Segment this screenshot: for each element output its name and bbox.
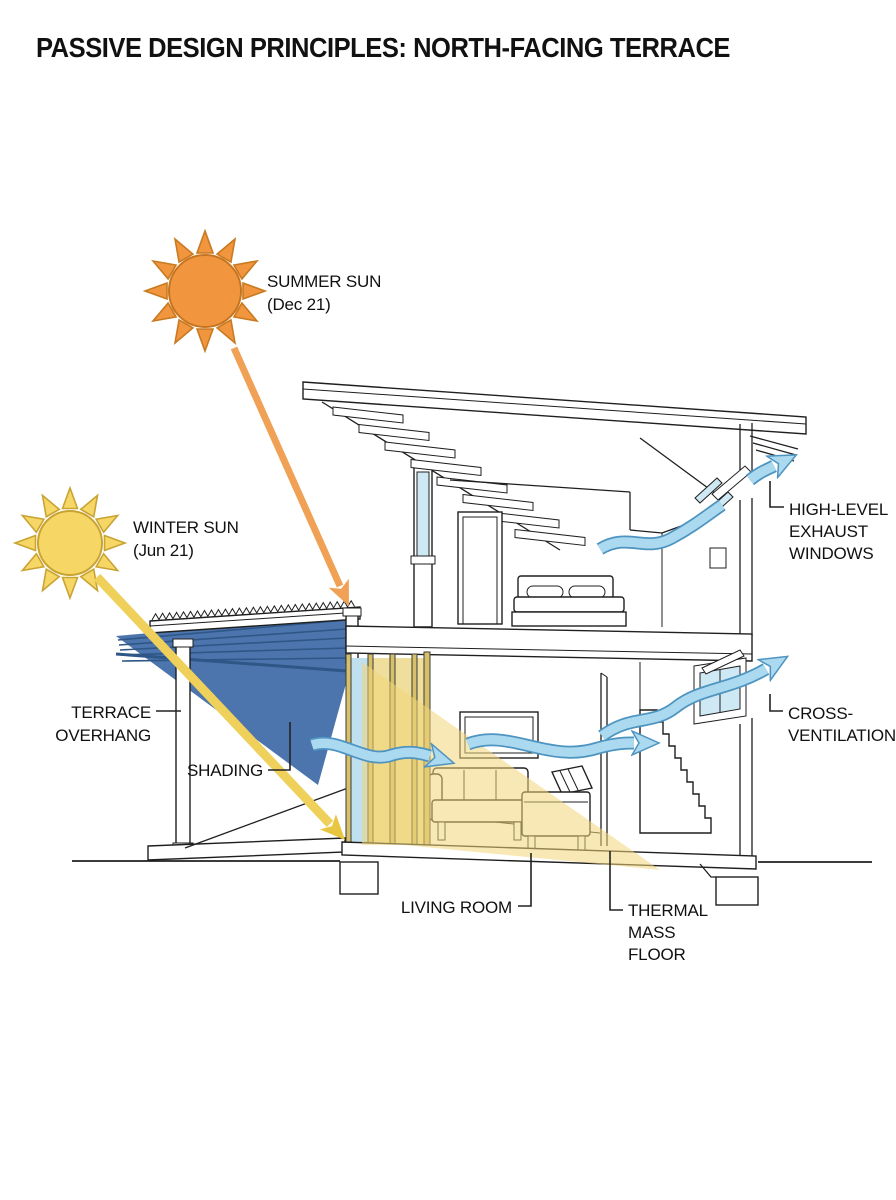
exhaust-windows-leader bbox=[769, 481, 784, 508]
stairwell-doorway bbox=[600, 672, 608, 846]
thermal-mass-label: FLOOR bbox=[628, 945, 686, 964]
thermal-mass-label: MASS bbox=[628, 923, 675, 942]
exhaust-windows-label: HIGH-LEVEL bbox=[789, 500, 888, 519]
airflow-terrace-inlet-arrow bbox=[310, 736, 430, 757]
wall-vent bbox=[709, 547, 727, 569]
foundation-footing bbox=[715, 876, 759, 906]
terrace-rafter-lines bbox=[115, 619, 348, 673]
airflow-bedroom-arrow bbox=[596, 499, 726, 555]
exhaust-windows-label: EXHAUST bbox=[789, 522, 868, 541]
staircase bbox=[639, 709, 712, 834]
folded-blanket bbox=[550, 765, 594, 795]
ground-right-wall bbox=[739, 718, 753, 860]
clerestory-sill bbox=[410, 555, 436, 565]
roof-rafters bbox=[332, 406, 586, 547]
winter-sun-rays bbox=[12, 485, 128, 601]
summer-sun-arrow bbox=[230, 346, 349, 607]
winter-sun-beam bbox=[93, 573, 346, 841]
exhaust-windows-label: WINDOWS bbox=[789, 544, 874, 563]
bed-base bbox=[511, 611, 627, 627]
roof-eave-boards bbox=[749, 435, 799, 462]
open-vent-sash bbox=[701, 649, 745, 675]
summer-sun-rays bbox=[142, 228, 268, 354]
terrace-roof-post-cap bbox=[342, 607, 362, 617]
summer-sun-date: (Dec 21) bbox=[267, 295, 331, 314]
house-upper-floor bbox=[302, 381, 807, 662]
shading-area bbox=[116, 616, 347, 785]
bedroom-door bbox=[457, 511, 503, 625]
living-room-leader bbox=[518, 853, 532, 907]
airflow-roof-exhaust-arrow bbox=[745, 466, 774, 486]
floor-slab-band bbox=[345, 625, 753, 662]
summer-sun-label: SUMMER SUN bbox=[267, 272, 381, 291]
high-level-exhaust-window bbox=[694, 465, 752, 569]
terrace-overhang-label: OVERHANG bbox=[55, 726, 151, 745]
terrace-post-cap bbox=[172, 638, 194, 648]
airflow-arrows bbox=[310, 466, 774, 759]
summer-sun-body bbox=[168, 254, 242, 328]
cross-ventilation-leader bbox=[769, 694, 783, 712]
winter-sun-body bbox=[37, 510, 103, 576]
bed-pillow bbox=[568, 585, 606, 599]
main-roof bbox=[302, 381, 807, 435]
foundations bbox=[339, 861, 759, 906]
winter-sun-icon bbox=[12, 485, 128, 601]
terrace-roof-corrugation bbox=[151, 599, 355, 621]
terrace-deck-edge bbox=[184, 787, 349, 849]
living-room-label: LIVING ROOM bbox=[401, 898, 512, 917]
page-title: PASSIVE DESIGN PRINCIPLES: NORTH-FACING … bbox=[36, 32, 730, 63]
winter-sun-label: WINTER SUN bbox=[133, 518, 239, 537]
bed-mattress bbox=[513, 596, 625, 613]
airflow-stair-exhaust-arrow bbox=[598, 669, 766, 742]
bed bbox=[511, 575, 627, 627]
bed-pillow bbox=[526, 585, 564, 599]
cross-ventilation-label: CROSS- bbox=[788, 704, 853, 723]
sunlight-patch bbox=[362, 662, 660, 870]
summer-sun-icon bbox=[142, 228, 268, 354]
thermal-mass-leader bbox=[609, 851, 623, 911]
shading-label: SHADING bbox=[187, 761, 263, 780]
rafter-soffit-line bbox=[321, 401, 561, 551]
shading-leader bbox=[268, 722, 291, 771]
terrace-overhang-label: TERRACE bbox=[71, 703, 151, 722]
foundation-footing bbox=[339, 861, 379, 895]
winter-sun-date: (Jun 21) bbox=[133, 541, 194, 560]
airflow-living-room-arrow bbox=[465, 740, 634, 759]
callouts: TERRACE OVERHANG SHADING LIVING ROOM THE… bbox=[55, 481, 896, 964]
thermal-mass-label: THERMAL bbox=[628, 901, 708, 920]
clerestory-window bbox=[416, 471, 430, 557]
cross-ventilation-label: VENTILATION bbox=[788, 726, 896, 745]
